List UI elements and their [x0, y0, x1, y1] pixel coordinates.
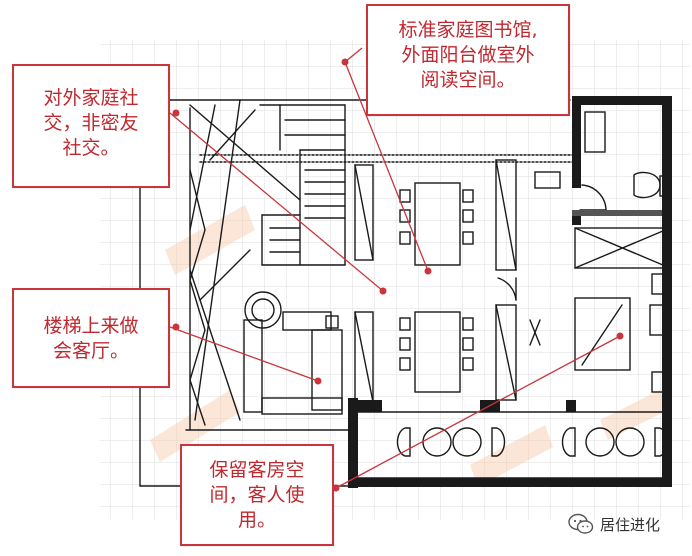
- callout-library-line3: 阅读空间。: [420, 69, 516, 91]
- callout-library-line2: 外面阳台做室外: [401, 44, 535, 66]
- plan-linework: [139, 99, 671, 487]
- callout-stairs: 楼梯上来做 会客厅。: [12, 288, 170, 388]
- callout-guest: 保留客房空 间，客人使 用。: [180, 444, 334, 546]
- brand-signature: 居住进化: [568, 510, 660, 538]
- callout-stairs-line2: 会客厅。: [52, 340, 129, 362]
- callout-social-line3: 社交。: [62, 137, 120, 159]
- grid-paper: [100, 40, 690, 520]
- callout-library-line1: 标准家庭图书馆,: [398, 19, 538, 41]
- callout-social-line1: 对外家庭社: [43, 87, 139, 109]
- callout-guest-line3: 用。: [237, 509, 276, 531]
- callout-guest-line1: 保留客房空: [209, 459, 305, 481]
- callout-social-line2: 交，非密友: [43, 112, 139, 134]
- callout-guest-line2: 间，客人使: [209, 484, 305, 506]
- callout-stairs-line1: 楼梯上来做: [43, 315, 139, 337]
- callout-social: 对外家庭社 交，非密友 社交。: [12, 64, 170, 188]
- callout-library: 标准家庭图书馆, 外面阳台做室外 阅读空间。: [366, 4, 570, 116]
- wechat-icon: [568, 513, 594, 534]
- leader-dots: [172, 58, 624, 492]
- brand-name: 居住进化: [600, 515, 661, 534]
- leader-lines: [169, 47, 621, 489]
